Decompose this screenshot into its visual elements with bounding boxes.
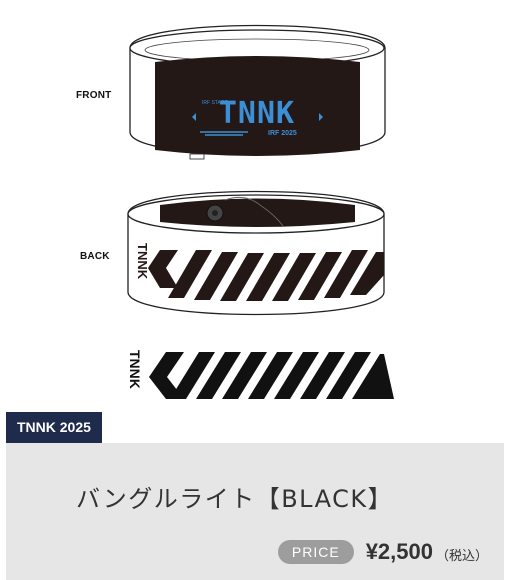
product-info-panel: バングルライト【BLACK】 PRICE ¥2,500 （税込） <box>6 443 504 580</box>
front-view: IRF STAGE TNNK IRF 2025 <box>129 24 386 160</box>
tax-note: （税込） <box>435 548 488 564</box>
price-row: PRICE ¥2,500 （税込） <box>277 539 488 565</box>
svg-text:IRF STAGE: IRF STAGE <box>202 100 229 106</box>
product-title: バングルライト【BLACK】 <box>76 485 394 513</box>
price-amount: ¥2,500 <box>365 539 433 564</box>
flat-strip-view: TNNK <box>127 350 394 399</box>
tnnk-logo: IRF STAGE TNNK IRF 2025 <box>192 96 323 137</box>
price-label-badge: PRICE <box>277 540 354 564</box>
logo-brand-text: TNNK <box>219 96 295 131</box>
front-label: FRONT <box>76 90 112 101</box>
product-image: IRF STAGE TNNK IRF 2025 TNNK <box>76 24 394 399</box>
bangle-illustration: IRF STAGE TNNK IRF 2025 TNNK <box>127 24 394 399</box>
logo-subtitle-text: IRF 2025 <box>268 130 297 137</box>
back-view: TNNK <box>127 190 385 316</box>
svg-text:TNNK: TNNK <box>135 243 150 280</box>
event-tag: TNNK 2025 <box>6 412 102 443</box>
svg-text:TNNK: TNNK <box>127 350 143 389</box>
back-label: BACK <box>80 251 110 262</box>
